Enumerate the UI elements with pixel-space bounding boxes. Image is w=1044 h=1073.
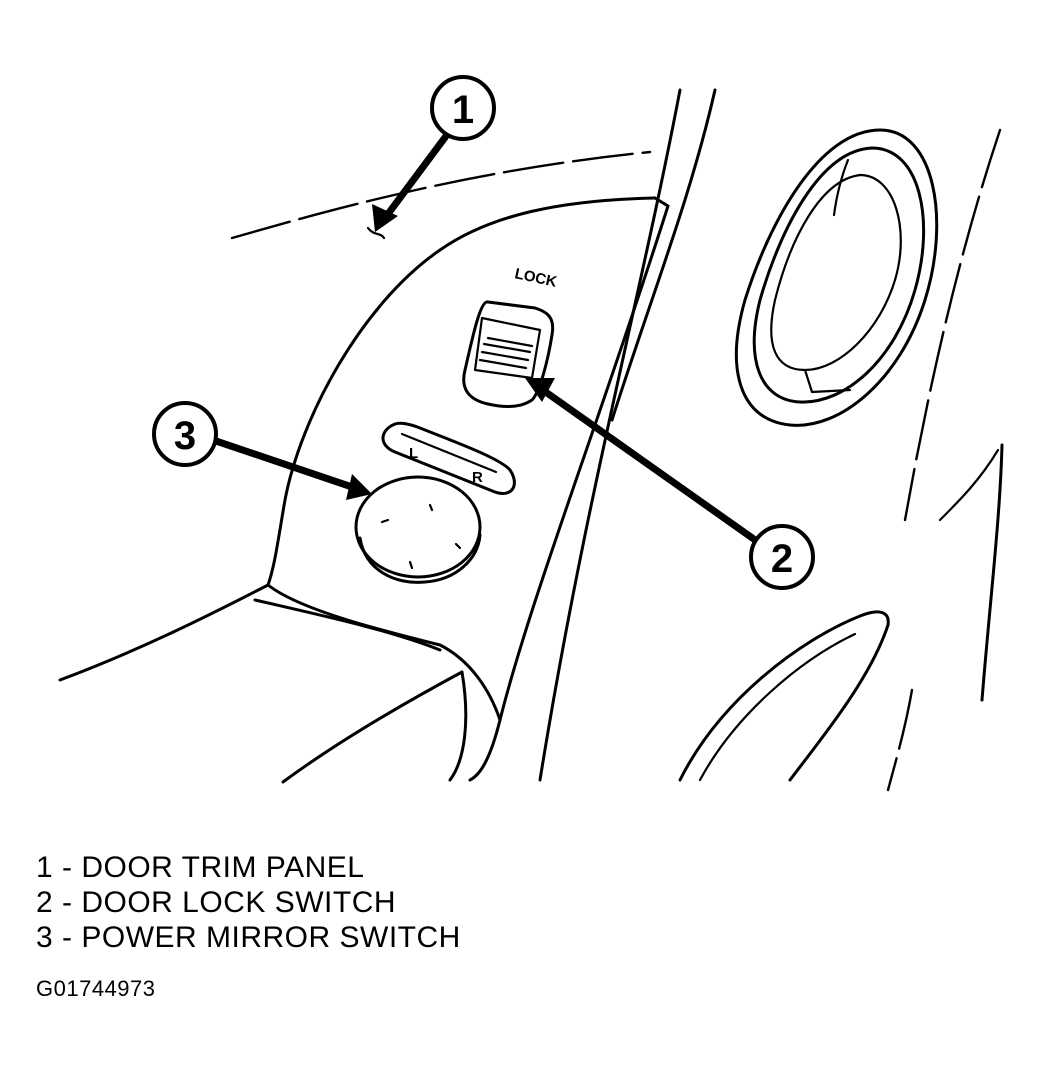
legend: 1 - DOOR TRIM PANEL 2 - DOOR LOCK SWITCH… bbox=[36, 850, 461, 955]
door-pillar-lines bbox=[538, 88, 1004, 792]
power-mirror-switch: L R bbox=[354, 421, 516, 584]
mirror-right-label: R bbox=[472, 469, 483, 486]
door-handle-recess bbox=[734, 128, 939, 427]
figure-id: G01744973 bbox=[36, 976, 156, 1001]
callout-2: 2 bbox=[525, 378, 815, 590]
door-trim-diagram: LOCK L R 1 2 3 bbox=[58, 75, 1004, 792]
callout-3: 3 bbox=[152, 401, 372, 500]
legend-item: 1 - DOOR TRIM PANEL bbox=[36, 851, 365, 884]
callout-3-number: 3 bbox=[174, 414, 196, 458]
legend-item: 3 - POWER MIRROR SWITCH bbox=[36, 921, 461, 954]
mirror-left-label: L bbox=[409, 445, 418, 462]
armrest-curve bbox=[678, 610, 890, 782]
door-trim-panel bbox=[58, 150, 670, 784]
callout-2-number: 2 bbox=[771, 537, 793, 581]
lock-label: LOCK bbox=[513, 265, 558, 290]
callout-1: 1 bbox=[366, 75, 496, 240]
legend-item: 2 - DOOR LOCK SWITCH bbox=[36, 886, 397, 919]
callout-1-number: 1 bbox=[452, 88, 474, 132]
